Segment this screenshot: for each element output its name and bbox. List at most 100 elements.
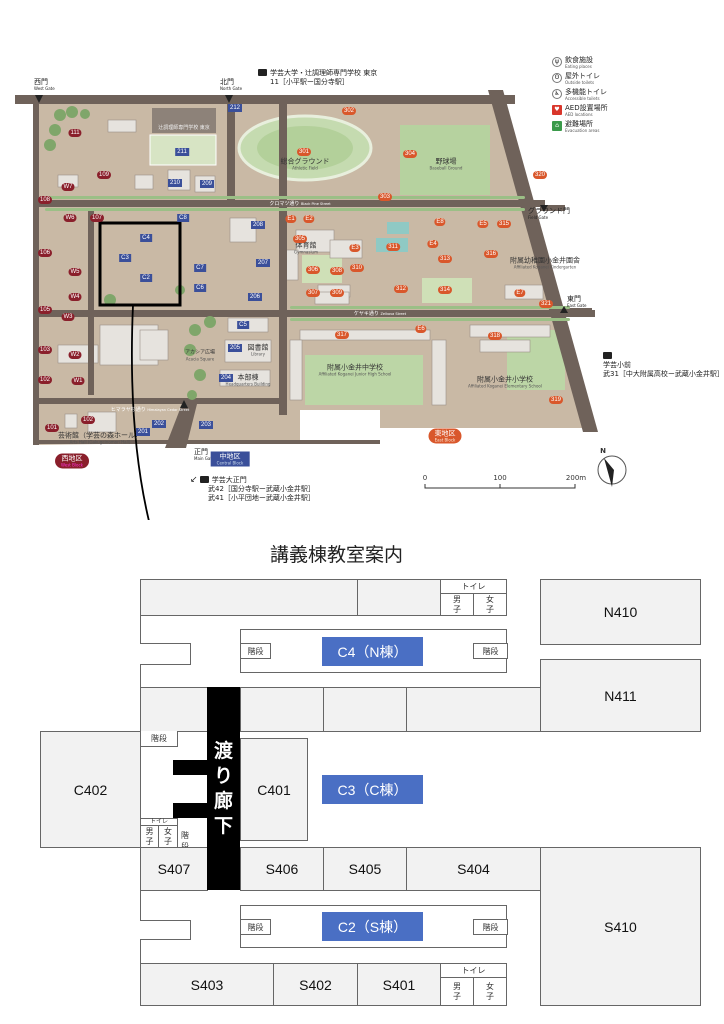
building-badge[interactable]: 102 bbox=[80, 416, 96, 424]
building-badge[interactable]: W7 bbox=[61, 183, 75, 191]
building-badge[interactable]: 212 bbox=[227, 104, 243, 112]
room-n411[interactable]: N411 bbox=[540, 659, 701, 732]
building-badge[interactable]: 105 bbox=[37, 306, 53, 314]
building-badge[interactable]: C2 bbox=[140, 274, 152, 282]
building-badge[interactable]: W5 bbox=[68, 268, 82, 276]
room-s406[interactable]: S406 bbox=[240, 847, 324, 891]
building-badge[interactable]: 304 bbox=[402, 150, 418, 158]
building-badge[interactable]: 207 bbox=[255, 259, 271, 267]
building-badge[interactable]: E6 bbox=[415, 325, 427, 333]
building-badge[interactable]: C7 bbox=[194, 264, 206, 272]
room-c401[interactable]: C401 bbox=[240, 738, 308, 841]
room-s401[interactable]: S401 bbox=[357, 963, 441, 1006]
building-badge[interactable]: 202 bbox=[151, 420, 167, 428]
building-badge[interactable]: 210 bbox=[167, 179, 183, 187]
building-badge[interactable]: C6 bbox=[194, 284, 206, 292]
building-badge[interactable]: C3 bbox=[119, 254, 131, 262]
west-road bbox=[33, 100, 39, 445]
building-badge[interactable]: 313 bbox=[437, 255, 453, 263]
building-badge[interactable]: 316 bbox=[483, 250, 499, 258]
building-badge[interactable]: E2 bbox=[303, 215, 315, 223]
building-badge[interactable]: 206 bbox=[247, 293, 263, 301]
room-s407[interactable]: S407 bbox=[140, 847, 208, 891]
building-badge[interactable]: W2 bbox=[68, 351, 82, 359]
bus-icon bbox=[603, 352, 612, 359]
room-c402[interactable]: C402 bbox=[40, 731, 141, 848]
building-badge[interactable]: 106 bbox=[37, 249, 53, 257]
building-badge[interactable]: 204 bbox=[218, 374, 234, 382]
building-badge[interactable]: 102 bbox=[37, 376, 53, 384]
building-badge[interactable]: W1 bbox=[71, 377, 85, 385]
building-badge[interactable]: E4 bbox=[427, 240, 439, 248]
building-badge[interactable]: 103 bbox=[37, 346, 53, 354]
field-gate-en: Field Gate bbox=[528, 215, 549, 220]
room-n410[interactable]: N410 bbox=[540, 579, 701, 645]
room-s410[interactable]: S410 bbox=[540, 847, 701, 1006]
west-gate-ja: 西門 bbox=[34, 78, 48, 86]
building-badge[interactable]: 101 bbox=[44, 424, 60, 432]
building-badge[interactable]: W3 bbox=[61, 313, 75, 321]
building-badge[interactable]: C8 bbox=[177, 214, 189, 222]
eating-icon: ψ bbox=[552, 57, 562, 67]
central-road bbox=[279, 100, 287, 415]
room-s403[interactable]: S403 bbox=[140, 963, 274, 1006]
building-badge[interactable]: 306 bbox=[305, 266, 321, 274]
building-badge[interactable]: C4 bbox=[140, 234, 152, 242]
building-badge[interactable]: 311 bbox=[386, 243, 400, 251]
building-badge[interactable]: C5 bbox=[237, 321, 249, 329]
building-badge[interactable]: 201 bbox=[135, 428, 151, 436]
building-badge[interactable]: 307 bbox=[305, 289, 321, 297]
building-badge[interactable]: E8 bbox=[434, 218, 446, 226]
accessible-toilet-icon: ♿ bbox=[552, 89, 562, 99]
building-badge[interactable]: 321 bbox=[538, 300, 554, 308]
building-badge[interactable]: 209 bbox=[199, 180, 215, 188]
building-badge[interactable]: 107 bbox=[89, 214, 105, 222]
building-badge[interactable]: 309 bbox=[329, 289, 345, 297]
building-badge[interactable]: 317 bbox=[334, 331, 350, 339]
building-badge[interactable]: 205 bbox=[227, 344, 243, 352]
building-badge[interactable]: 203 bbox=[198, 421, 214, 429]
building-badge[interactable]: 301 bbox=[296, 148, 312, 156]
building-badge[interactable]: 109 bbox=[96, 171, 112, 179]
building-badge[interactable]: 308 bbox=[329, 267, 345, 275]
building-badge[interactable]: 320 bbox=[532, 171, 548, 179]
building-badge[interactable]: E7 bbox=[514, 289, 526, 297]
building-badge[interactable]: 211 bbox=[175, 148, 189, 156]
building-badge[interactable]: 310 bbox=[349, 264, 365, 272]
building-badge[interactable]: 319 bbox=[548, 396, 564, 404]
building-badge[interactable]: E3 bbox=[349, 244, 361, 252]
floorplan-title: 講義棟教室案内 bbox=[270, 544, 404, 566]
building-badge[interactable]: 208 bbox=[250, 221, 266, 229]
building-badge[interactable]: 305 bbox=[292, 235, 308, 243]
building-badge[interactable]: 314 bbox=[437, 286, 453, 294]
stairs: 階段 bbox=[140, 731, 178, 747]
building-badge[interactable]: 302 bbox=[341, 107, 357, 115]
building-badge[interactable]: E5 bbox=[477, 220, 489, 228]
lecture-building-highlight bbox=[98, 221, 182, 307]
building-badge[interactable]: 108 bbox=[37, 196, 53, 204]
building-badge[interactable]: 318 bbox=[487, 332, 503, 340]
building-badge[interactable]: W6 bbox=[63, 214, 77, 222]
tsuji-label: 辻調理師専門学校 東京 bbox=[158, 125, 210, 131]
bus-route: 武41［小平団地ー武蔵小金井駅］ bbox=[208, 494, 315, 502]
bus-icon bbox=[258, 69, 267, 76]
room-s404[interactable]: S404 bbox=[406, 847, 541, 891]
scale-zero: 0 bbox=[422, 474, 428, 482]
room-unlabeled bbox=[140, 579, 358, 616]
building-badge[interactable]: W4 bbox=[68, 293, 82, 301]
building-badge[interactable]: E1 bbox=[285, 215, 297, 223]
building-badge[interactable]: 312 bbox=[393, 285, 409, 293]
building-badge[interactable]: 111 bbox=[68, 129, 82, 137]
room-s405[interactable]: S405 bbox=[323, 847, 407, 891]
building-badge[interactable]: 315 bbox=[496, 220, 512, 228]
building-badge[interactable]: 303 bbox=[377, 193, 393, 201]
north-road bbox=[15, 95, 515, 104]
room-s402[interactable]: S402 bbox=[273, 963, 358, 1006]
